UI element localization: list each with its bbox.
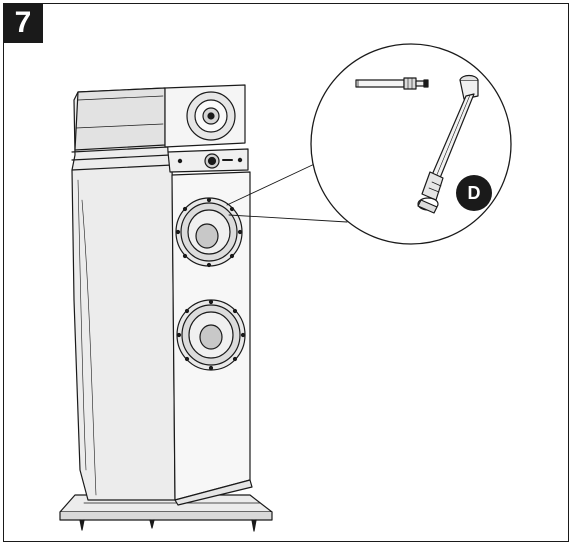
cabinet-front (164, 84, 253, 506)
callout-label-d: D (456, 175, 492, 211)
cabinet-side (71, 87, 176, 501)
midrange-driver (175, 197, 243, 268)
woofer-driver (176, 299, 246, 371)
control-knob (177, 153, 243, 169)
tool-detail-callout (310, 43, 512, 245)
step-number-badge: 7 (3, 3, 43, 43)
threaded-spike-icon (355, 77, 429, 90)
hex-key-icon (417, 74, 479, 214)
callout-leader-lines (226, 159, 348, 223)
upper-driver (186, 91, 236, 141)
